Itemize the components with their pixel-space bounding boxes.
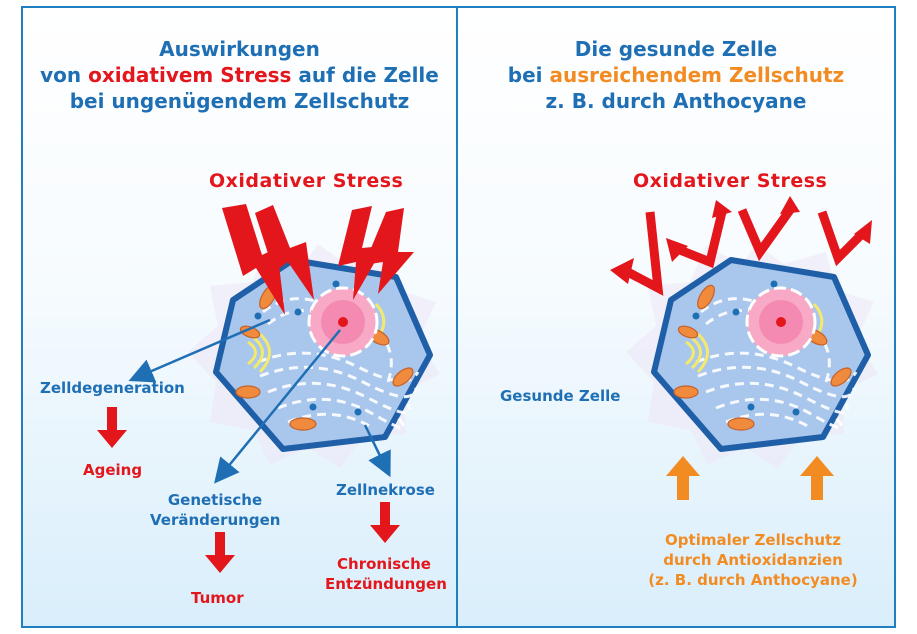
chronic-label: Chronische Entzündungen bbox=[325, 554, 443, 594]
right-stress-label: Oxidativer Stress bbox=[633, 170, 827, 192]
genetic-line2: Veränderungen bbox=[150, 510, 280, 530]
left-stress-label: Oxidativer Stress bbox=[209, 170, 403, 192]
healthy-cell bbox=[626, 244, 878, 468]
genetic-line1: Genetische bbox=[150, 490, 280, 510]
protection-line1: Optimaler Zellschutz bbox=[623, 530, 883, 550]
chronic-line1: Chronische bbox=[325, 554, 443, 574]
protection-label: Optimaler Zellschutz durch Antioxidanzie… bbox=[623, 530, 883, 590]
damaged-cell bbox=[188, 244, 440, 468]
degeneration-label: Zelldegeneration bbox=[40, 378, 185, 398]
chronic-line2: Entzündungen bbox=[325, 574, 443, 594]
ageing-label: Ageing bbox=[83, 460, 142, 480]
tumor-label: Tumor bbox=[191, 588, 244, 608]
protection-line3: (z. B. durch Anthocyane) bbox=[623, 570, 883, 590]
healthy-cell-label: Gesunde Zelle bbox=[500, 386, 620, 406]
genetic-label: Genetische Veränderungen bbox=[150, 490, 280, 530]
protection-line2: durch Antioxidanzien bbox=[623, 550, 883, 570]
protection-arrows bbox=[666, 456, 834, 500]
necrosis-label: Zellnekrose bbox=[336, 480, 435, 500]
